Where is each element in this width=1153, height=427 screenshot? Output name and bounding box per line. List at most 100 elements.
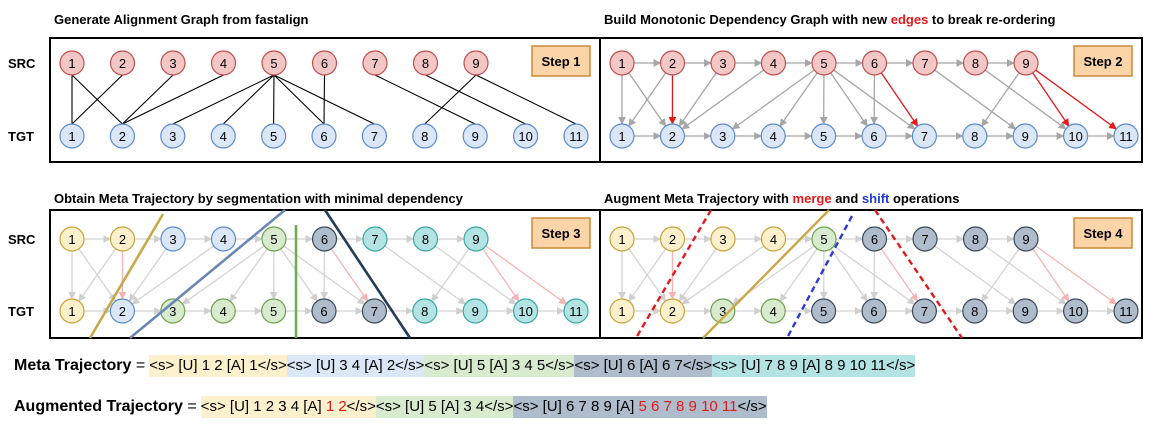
tgt-node-label: 2 (119, 129, 126, 144)
tgt-node-3: 3 (710, 123, 736, 149)
src-node-1: 1 (59, 50, 85, 76)
src-node-circle (1013, 226, 1039, 252)
src-node-label: 9 (472, 232, 479, 247)
tgt-node-2: 2 (659, 123, 686, 149)
src-node-label: 3 (169, 56, 176, 71)
src-node-8: 8 (412, 50, 439, 76)
src-node-9: 9 (1013, 50, 1039, 76)
step-badge-2 (1073, 45, 1133, 77)
tgt-node-label: 7 (921, 129, 928, 144)
src-node-label: 4 (220, 56, 227, 71)
segment-cut-1 (88, 213, 165, 339)
panel-title-2: Build Monotonic Dependency Graph with ne… (604, 12, 1056, 27)
panel-title-part: and (832, 191, 862, 206)
src-node-label: 7 (371, 56, 378, 71)
src-node-label: 2 (669, 56, 676, 71)
src-node-circle (463, 226, 489, 252)
src-node-8: 8 (412, 226, 439, 252)
tgt-node-7: 7 (911, 123, 938, 149)
tgt-node-label: 8 (971, 304, 978, 319)
src-node-circle (311, 226, 338, 252)
tgt-node-6: 6 (861, 123, 887, 149)
tgt-node-label: 11 (1119, 304, 1133, 319)
dependency-edge (934, 69, 1017, 130)
step-label-1: Step 1 (541, 54, 580, 69)
tgt-node-label: 8 (971, 129, 978, 144)
dependency-edge (128, 248, 167, 302)
tgt-node-1: 1 (59, 123, 85, 149)
panel-title-4: Augment Meta Trajectory with merge and s… (604, 191, 959, 206)
tgt-node-6: 6 (861, 298, 887, 324)
dependency-edge (779, 72, 818, 127)
src-node-label: 1 (68, 56, 75, 71)
tgt-node-circle (659, 298, 686, 324)
alignment-edge (122, 74, 174, 125)
tgt-node-label: 11 (1119, 129, 1133, 144)
tgt-node-label: 5 (270, 129, 277, 144)
segment-cut-yellow (702, 209, 830, 339)
tgt-node-label: 8 (421, 129, 428, 144)
tgt-node-circle (311, 123, 337, 149)
src-node-label: 2 (119, 56, 126, 71)
segment-text: <s> [U] 7 8 9 [A] 8 9 10 11</s> (712, 357, 916, 374)
tgt-node-circle (1012, 298, 1038, 324)
tgt-node-2: 2 (659, 298, 686, 324)
augmented-answer-tokens: 1 2 (325, 398, 347, 415)
tgt-node-label: 9 (1022, 304, 1029, 319)
meta-trajectory-equals: = (135, 357, 146, 374)
src-node-label: 8 (422, 232, 429, 247)
tgt-node-circle (710, 123, 736, 149)
tgt-node-circle (962, 298, 988, 324)
tgt-node-label: 2 (669, 304, 676, 319)
dependency-edge (434, 245, 517, 305)
trajectory-segment-1: <s> [U] 1 2 3 4 [A] 1 2</s> (200, 396, 376, 418)
src-node-circle (362, 50, 388, 76)
tgt-node-11: 11 (563, 298, 589, 324)
tgt-node-9: 9 (462, 123, 488, 149)
tgt-node-circle (810, 298, 837, 324)
dependency-edge (981, 72, 1020, 127)
panel-title-part: shift (862, 191, 890, 206)
meta-trajectory-label: Meta Trajectory (14, 357, 132, 374)
src-node-label: 8 (972, 232, 979, 247)
tgt-node-8: 8 (412, 123, 438, 149)
src-node-circle (1013, 50, 1039, 76)
alignment-edge (222, 74, 275, 125)
panel-title-part: to break re-ordering (928, 12, 1055, 27)
tgt-node-label: 9 (1022, 129, 1029, 144)
src-node-5: 5 (261, 50, 287, 76)
tgt-node-11: 11 (1113, 298, 1139, 324)
shift-cut (785, 215, 854, 339)
dependency-edge (681, 245, 765, 305)
tgt-node-label: 1 (68, 304, 75, 319)
src-node-6: 6 (861, 226, 888, 252)
meta-trajectory: Meta Trajectory =<s> [U] 1 2 [A] 1</s><s… (14, 355, 916, 377)
src-node-label: 3 (719, 232, 726, 247)
tgt-node-circle (361, 298, 387, 324)
src-node-circle (609, 50, 635, 76)
tgt-node-2: 2 (109, 298, 136, 324)
alignment-edge (172, 74, 275, 125)
dependency-edge (280, 248, 318, 302)
tgt-node-label: 5 (820, 129, 827, 144)
tgt-node-circle (609, 123, 635, 149)
augmented-trajectory-label: Augmented Trajectory (14, 398, 183, 415)
tgt-node-6: 6 (311, 123, 337, 149)
src-node-circle (760, 226, 787, 252)
src-node-6: 6 (311, 50, 338, 76)
panel-title-part: Build Monotonic Dependency Graph with ne… (604, 12, 891, 27)
src-node-circle (710, 50, 736, 76)
alignment-edge (374, 74, 476, 125)
segment-text: <s> [U] 3 4 [A] 2</s> (286, 357, 425, 374)
panel-2-frame (599, 37, 1143, 163)
src-node-circle (109, 50, 136, 76)
alignment-edge (273, 74, 325, 125)
tgt-node-circle (462, 298, 488, 324)
panel-title-part: Obtain Meta Trajectory by segmentation w… (54, 191, 464, 206)
trajectory-segment-3: <s> [U] 6 7 8 9 [A] 5 6 7 8 9 10 11</s> (513, 396, 767, 418)
src-node-circle (311, 50, 338, 76)
tgt-row-label: TGT (8, 129, 34, 144)
added-dependency-edge (1032, 248, 1070, 302)
tgt-node-circle (210, 123, 236, 149)
src-node-circle (463, 50, 489, 76)
